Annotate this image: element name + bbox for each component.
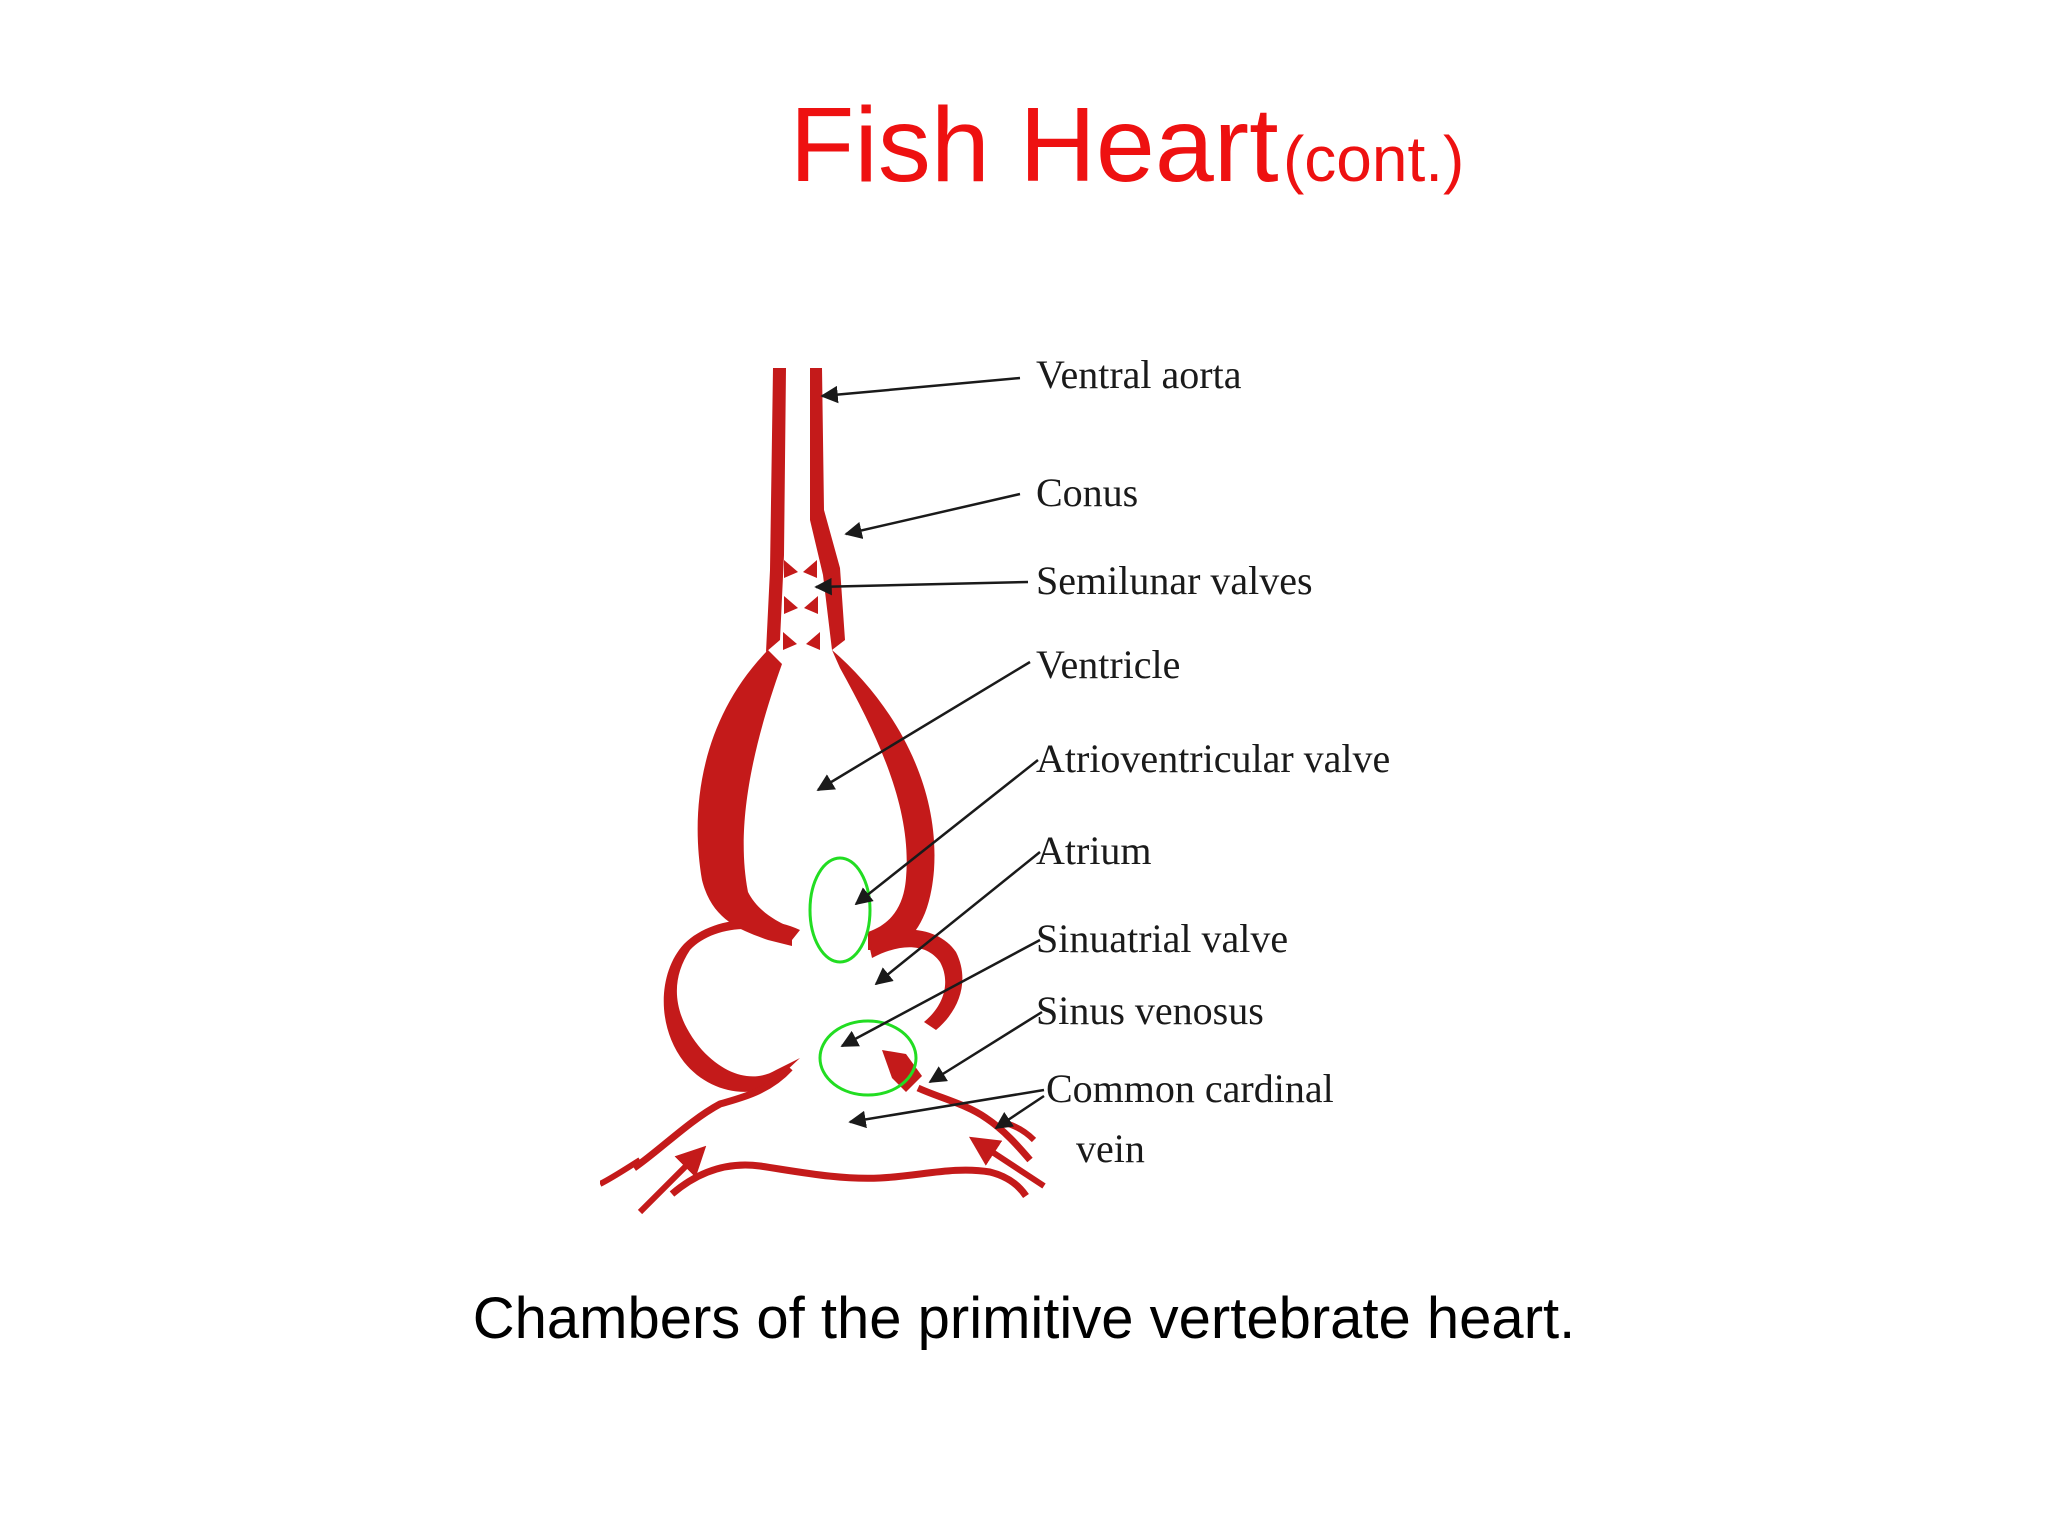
valve-highlight-circle-atrioventricular	[808, 856, 872, 964]
leader-lines	[814, 376, 1045, 1130]
inflow-arrow-left	[637, 1145, 707, 1215]
label-conus: Conus	[1036, 470, 1138, 515]
label-semilunar-valves: Semilunar valves	[1036, 558, 1313, 603]
slide-title: Fish Heart (cont.)	[0, 92, 2048, 198]
label-atrium: Atrium	[1036, 828, 1152, 873]
sinus-venosus-upper-left	[632, 1065, 793, 1171]
label-atrioventricular-valve: Atrioventricular valve	[1036, 736, 1390, 781]
title-main: Fish Heart	[789, 86, 1279, 204]
label-common-cardinal: Common cardinal	[1046, 1066, 1334, 1111]
figure-caption: Chambers of the primitive vertebrate hea…	[472, 1286, 1576, 1351]
title-suffix: (cont.)	[1282, 123, 1465, 195]
atrium-wall-right	[868, 929, 963, 1030]
sinuatrial-valve-lip	[882, 1050, 922, 1092]
ventricle-wall-left	[697, 650, 792, 946]
inflow-arrow-right	[968, 1136, 1046, 1189]
valve-highlight-circle-sinuatrial	[818, 1019, 918, 1097]
label-sinuatrial-valve: Sinuatrial valve	[1036, 916, 1288, 961]
heart-diagram: Ventral aorta Conus Semilunar valves Ven…	[600, 352, 1390, 1215]
atrium-wall	[663, 919, 800, 1092]
conus-wall-right	[810, 368, 845, 650]
label-ventricle: Ventricle	[1036, 642, 1180, 687]
conus-wall-left	[766, 368, 786, 652]
ventricle-wall-right	[832, 650, 935, 950]
cardinal-vein-left	[600, 1157, 642, 1187]
label-sinus-venosus: Sinus venosus	[1036, 988, 1264, 1033]
sinus-venosus-upper-right	[916, 1084, 1033, 1163]
label-ventral-aorta: Ventral aorta	[1036, 352, 1242, 397]
sinus-venosus-lower	[669, 1161, 1029, 1199]
label-common-cardinal-vein: vein	[1076, 1126, 1145, 1171]
semilunar-valve-cusps	[783, 560, 820, 650]
